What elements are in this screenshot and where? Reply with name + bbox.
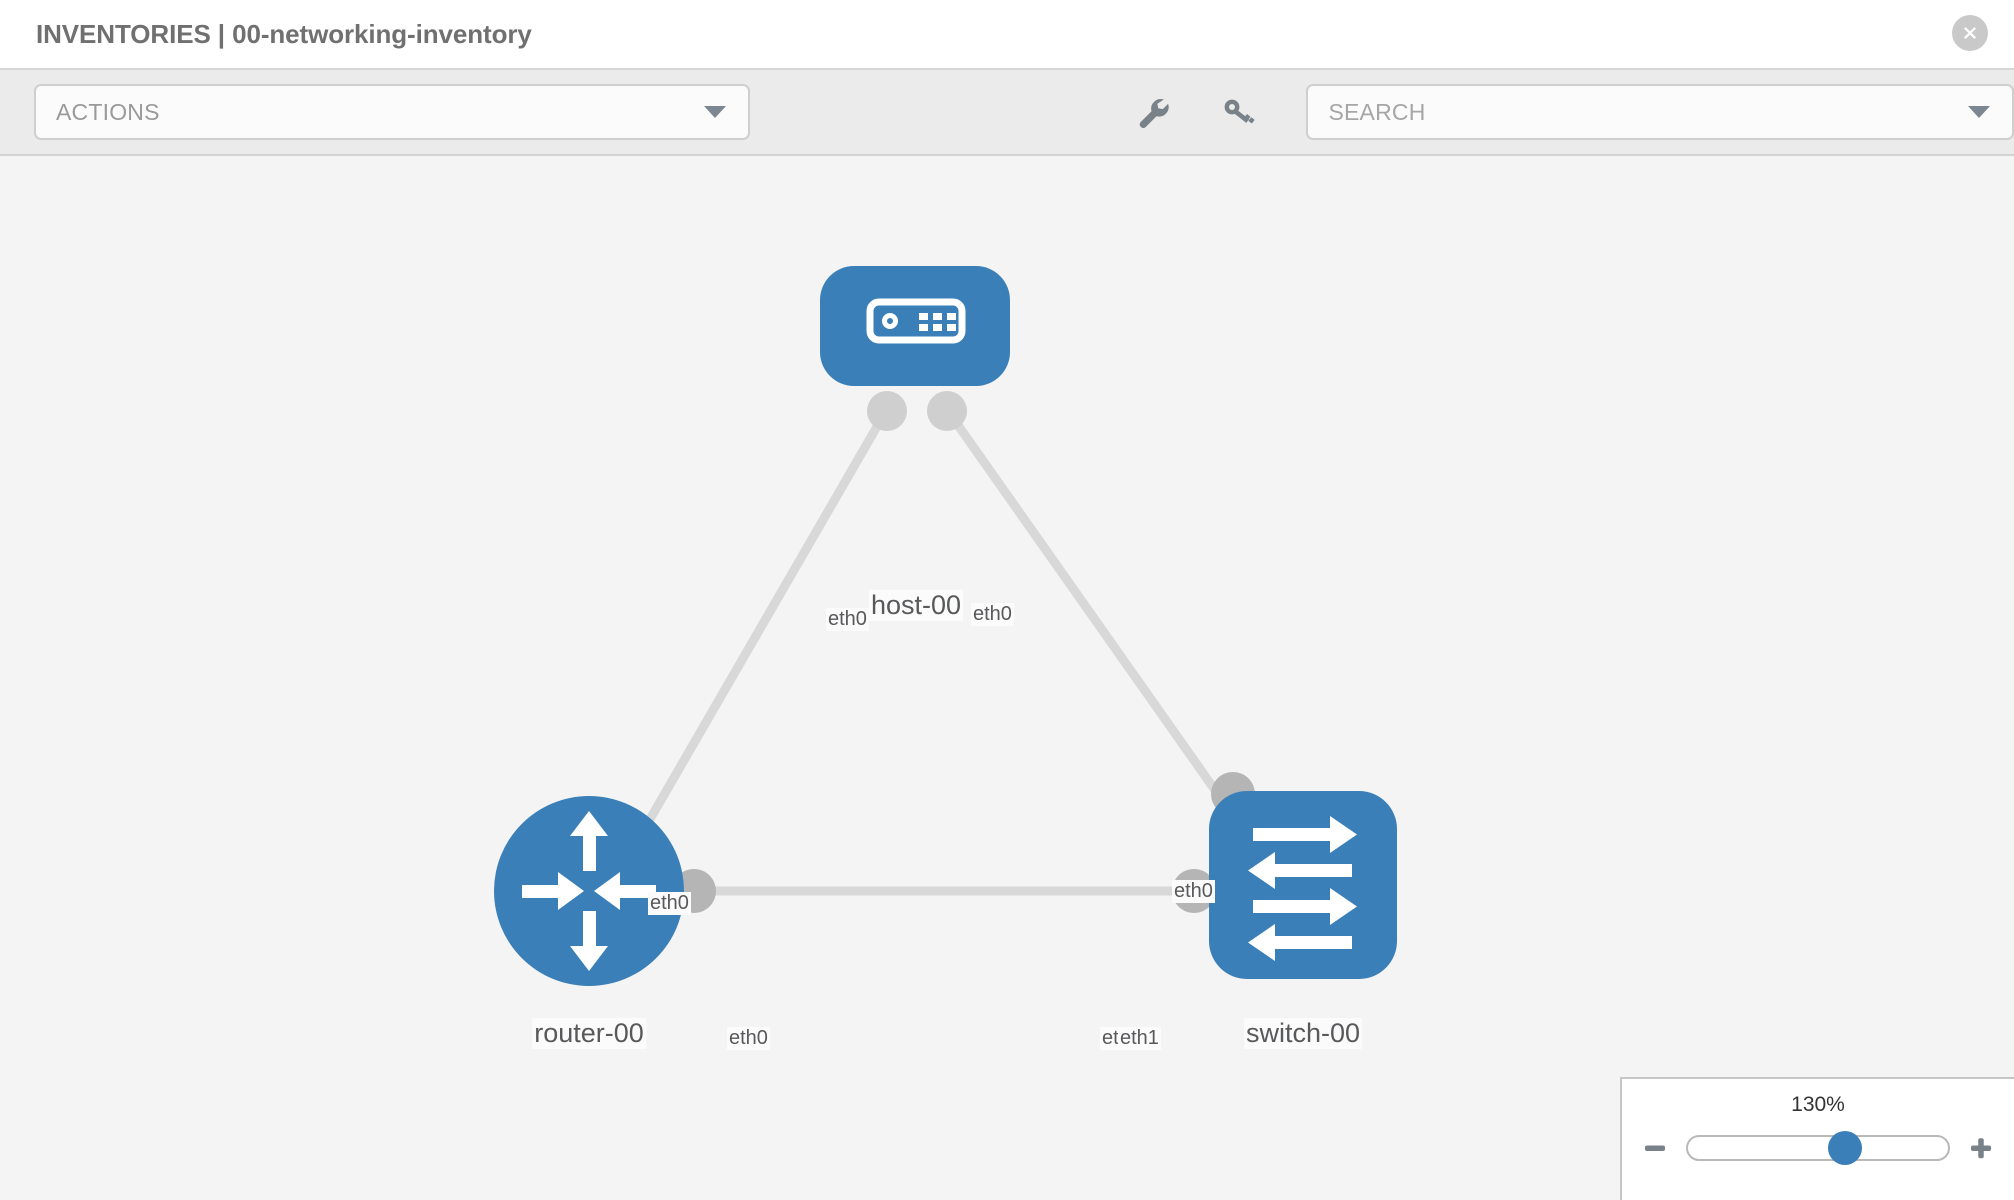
iface-label-host00-left: eth0: [826, 608, 869, 631]
key-icon[interactable]: [1216, 90, 1260, 134]
node-label-host-00: host-00: [868, 590, 964, 621]
node-router-00[interactable]: [494, 796, 684, 986]
router-arrows-icon: [522, 811, 656, 971]
toolbar: ACTIONS: [0, 68, 2014, 156]
topology-links: [616, 408, 1276, 896]
actions-dropdown[interactable]: ACTIONS: [34, 84, 751, 140]
node-switch-00[interactable]: [1209, 791, 1397, 979]
topology-canvas[interactable]: host-00 router-00 switch-00 eth0 eth0 et…: [0, 156, 2014, 1200]
node-host-00[interactable]: [820, 266, 1010, 386]
chevron-down-icon: [704, 106, 727, 118]
switch-arrows-icon: [1248, 816, 1357, 961]
zoom-control-panel: 130%: [1620, 1077, 2014, 1200]
close-icon[interactable]: [1952, 15, 1988, 51]
iface-label-router00-uplink: eth0: [648, 892, 691, 915]
plus-icon[interactable]: [1964, 1131, 1998, 1165]
topology-graph: [494, 266, 1397, 986]
iface-label-switch00-eth1: eth1: [1118, 1027, 1161, 1050]
zoom-slider-thumb[interactable]: [1828, 1131, 1863, 1165]
node-label-router-00: router-00: [532, 1018, 646, 1049]
page-header: INVENTORIES | 00-networking-inventory: [0, 0, 2014, 68]
connector-host00-eth0-left[interactable]: [867, 391, 907, 431]
minus-icon[interactable]: [1638, 1131, 1672, 1165]
topology-connectors: [672, 391, 1255, 913]
page-title: INVENTORIES | 00-networking-inventory: [36, 18, 532, 49]
toolbar-icon-group: [1130, 90, 1260, 134]
iface-label-router00-eth0: eth0: [727, 1027, 770, 1050]
wrench-icon[interactable]: [1130, 90, 1174, 134]
link-host00-router00[interactable]: [616, 408, 890, 874]
connector-host00-eth0-right[interactable]: [927, 391, 967, 431]
node-label-switch-00: switch-00: [1243, 1018, 1363, 1049]
iface-label-switch00-uplink: eth0: [1172, 880, 1215, 903]
zoom-slider[interactable]: [1686, 1131, 1950, 1165]
iface-label-host00-right: eth0: [971, 603, 1014, 626]
server-icon: [866, 298, 966, 344]
chevron-down-icon: [1968, 106, 1990, 118]
actions-dropdown-label: ACTIONS: [56, 98, 160, 125]
search-input[interactable]: SEARCH: [1306, 84, 2014, 140]
zoom-slider-row: [1622, 1131, 2014, 1165]
search-placeholder: SEARCH: [1328, 98, 1426, 125]
zoom-percent-label: 130%: [1791, 1093, 1845, 1116]
